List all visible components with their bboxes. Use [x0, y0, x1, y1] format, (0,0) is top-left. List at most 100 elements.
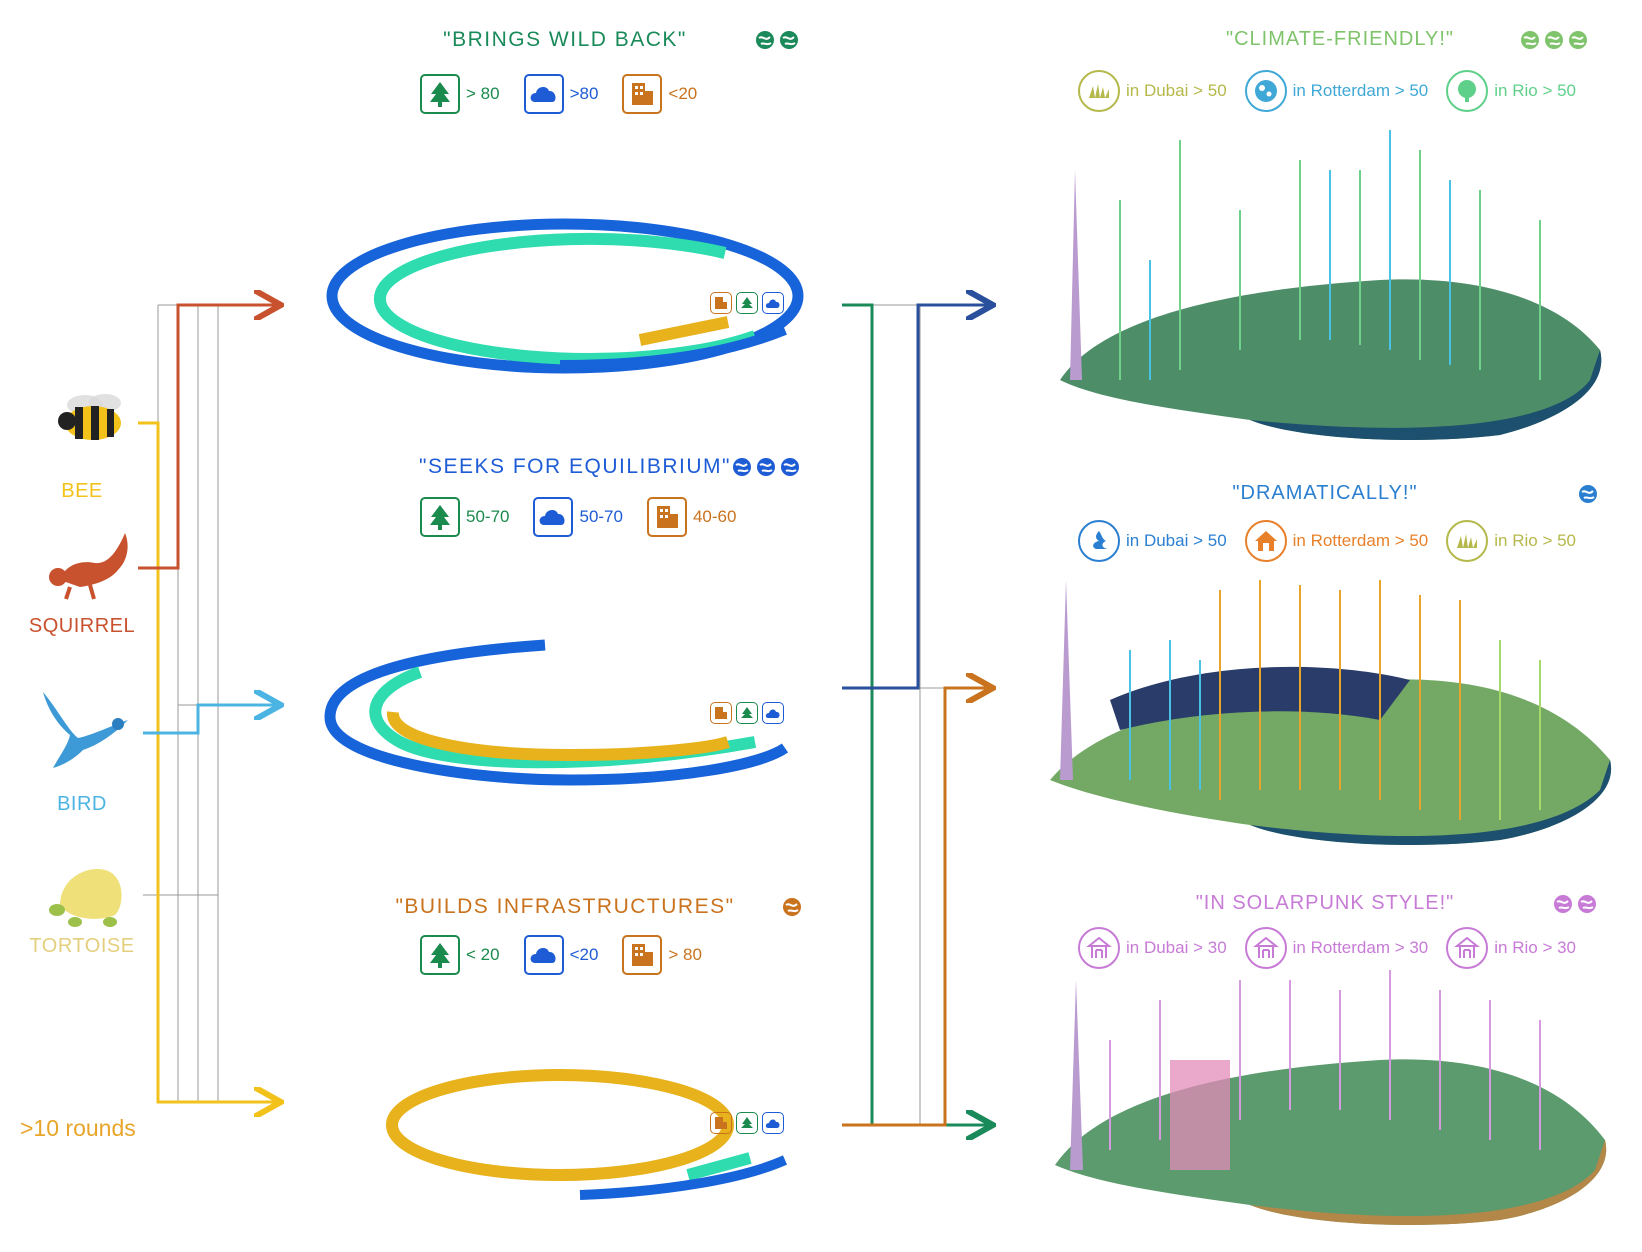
- cloud-icon: [533, 497, 574, 537]
- strategy-globes-wild: [755, 30, 799, 50]
- globe-icon: [1521, 31, 1539, 49]
- bird-icon: [43, 692, 128, 768]
- metric-cloud: 50-70: [533, 497, 623, 537]
- animal-bee: [45, 385, 145, 455]
- building-icon: [622, 935, 663, 975]
- tree-icon: [736, 292, 758, 314]
- ring-group-middle: [324, 639, 789, 786]
- bee-label: BEE: [61, 480, 103, 502]
- animal-tortoise: [45, 860, 145, 930]
- grass-icon: [1446, 520, 1489, 562]
- globe-icon: [1554, 895, 1572, 913]
- cloud-icon: [762, 292, 784, 314]
- squirrel-label: SQUIRREL: [28, 615, 136, 637]
- solar-house-icon: [1244, 927, 1287, 969]
- strategy-metrics-wild: > 80 >80 <20: [420, 74, 715, 114]
- city-dubai: in Dubai > 50: [1078, 520, 1227, 562]
- metric-value: >80: [569, 84, 599, 103]
- ring-icons-bottom: [710, 1112, 784, 1134]
- metric-value: 40-60: [692, 507, 737, 526]
- tree-icon: [736, 702, 758, 724]
- city-island-climate: [1060, 130, 1602, 440]
- outcome-globes-climate: [1520, 30, 1588, 50]
- globe-icon: [1569, 31, 1587, 49]
- outcome-cities-dramatic: in Dubai > 50 in Rotterdam > 50 in Rio >…: [1078, 520, 1594, 562]
- city-dubai: in Dubai > 30: [1078, 927, 1227, 969]
- city-label: in Dubai > 50: [1126, 81, 1227, 100]
- tree-round-icon: [1446, 70, 1489, 112]
- ring-icons-top: [710, 292, 784, 314]
- globe-icon: [1579, 485, 1597, 503]
- building-icon: [622, 74, 663, 114]
- tortoise-icon: [49, 869, 122, 927]
- city-island-dramatic: [1050, 580, 1612, 845]
- city-label: in Rotterdam > 30: [1292, 938, 1429, 957]
- city-rio: in Rio > 50: [1446, 520, 1576, 562]
- building-icon: [710, 292, 732, 314]
- cloud-icon: [523, 74, 564, 114]
- metric-value: 50-70: [579, 507, 623, 526]
- solar-house-icon: [1078, 927, 1120, 969]
- strategy-globes-infrastructures: [782, 897, 802, 917]
- animal-squirrel: [40, 525, 140, 605]
- tree-icon: [420, 74, 460, 114]
- city-label: in Rotterdam > 50: [1292, 81, 1429, 100]
- bee-icon: [58, 394, 121, 440]
- solar-house-icon: [1446, 927, 1489, 969]
- outcome-cities-climate: in Dubai > 50 in Rotterdam > 50 in Rio >…: [1078, 70, 1594, 112]
- metric-value: 50-70: [466, 507, 510, 526]
- metric-cloud: >80: [523, 74, 599, 114]
- city-rotterdam: in Rotterdam > 50: [1244, 70, 1429, 112]
- ring-group-top: [326, 218, 804, 374]
- metric-value: > 80: [466, 84, 500, 103]
- metric-tree: < 20: [420, 935, 500, 975]
- bird-label: BIRD: [57, 793, 107, 815]
- globe-icon: [757, 458, 775, 476]
- green-connector: [842, 303, 990, 1125]
- strategy-metrics-infrastructures: < 20 <20 > 80: [420, 935, 720, 975]
- strategy-globes-equilibrium: [732, 457, 800, 477]
- animal-bird: [38, 690, 138, 770]
- strategy-title-equilibrium: "SEEKS FOR EQUILIBRIUM": [419, 455, 731, 478]
- metric-value: < 20: [466, 945, 500, 964]
- ring-icons-middle: [710, 702, 784, 724]
- city-rotterdam: in Rotterdam > 30: [1244, 927, 1429, 969]
- metric-tree: 50-70: [420, 497, 509, 537]
- city-label: in Rio > 50: [1494, 531, 1577, 550]
- orange-connector: [842, 688, 990, 1127]
- city-label: in Dubai > 50: [1126, 531, 1227, 550]
- globe-icon: [733, 458, 751, 476]
- metric-cloud: <20: [523, 935, 599, 975]
- metric-value: <20: [668, 84, 698, 103]
- strategy-metrics-equilibrium: 50-70 50-70 40-60: [420, 497, 754, 537]
- strategy-title-infrastructures: "BUILDS INFRASTRUCTURES": [395, 895, 735, 918]
- outcome-cities-solarpunk: in Dubai > 30 in Rotterdam > 30 in Rio >…: [1078, 927, 1594, 969]
- outcome-globes-dramatic: [1578, 484, 1598, 504]
- city-label: in Rio > 50: [1494, 81, 1577, 100]
- water-icon: [1244, 70, 1287, 112]
- city-island-solarpunk: [1055, 970, 1607, 1225]
- city-rio: in Rio > 30: [1446, 927, 1576, 969]
- cloud-icon: [762, 702, 784, 724]
- building-icon: [710, 1112, 732, 1134]
- city-label: in Rio > 30: [1494, 938, 1577, 957]
- grass-icon: [1078, 70, 1120, 112]
- outcome-title-solarpunk: "IN SOLARPUNK STYLE!": [1195, 892, 1455, 914]
- metric-building: <20: [622, 74, 697, 114]
- bird-connector: [143, 705, 278, 735]
- cloud-icon: [523, 935, 564, 975]
- metric-building: 40-60: [646, 497, 737, 537]
- ring-group-bottom: [386, 1069, 788, 1200]
- bee-connector: [138, 421, 278, 1102]
- metric-value: <20: [569, 945, 599, 964]
- outcome-title-dramatic: "DRAMATICALLY!": [1232, 482, 1418, 504]
- house-icon: [1244, 520, 1287, 562]
- building-icon: [646, 497, 687, 537]
- globe-icon: [780, 31, 798, 49]
- tree-icon: [420, 935, 460, 975]
- squirrel-connector: [138, 305, 278, 570]
- city-dubai: in Dubai > 50: [1078, 70, 1227, 112]
- globe-icon: [781, 458, 799, 476]
- rounds-label: >10 rounds: [20, 1115, 136, 1141]
